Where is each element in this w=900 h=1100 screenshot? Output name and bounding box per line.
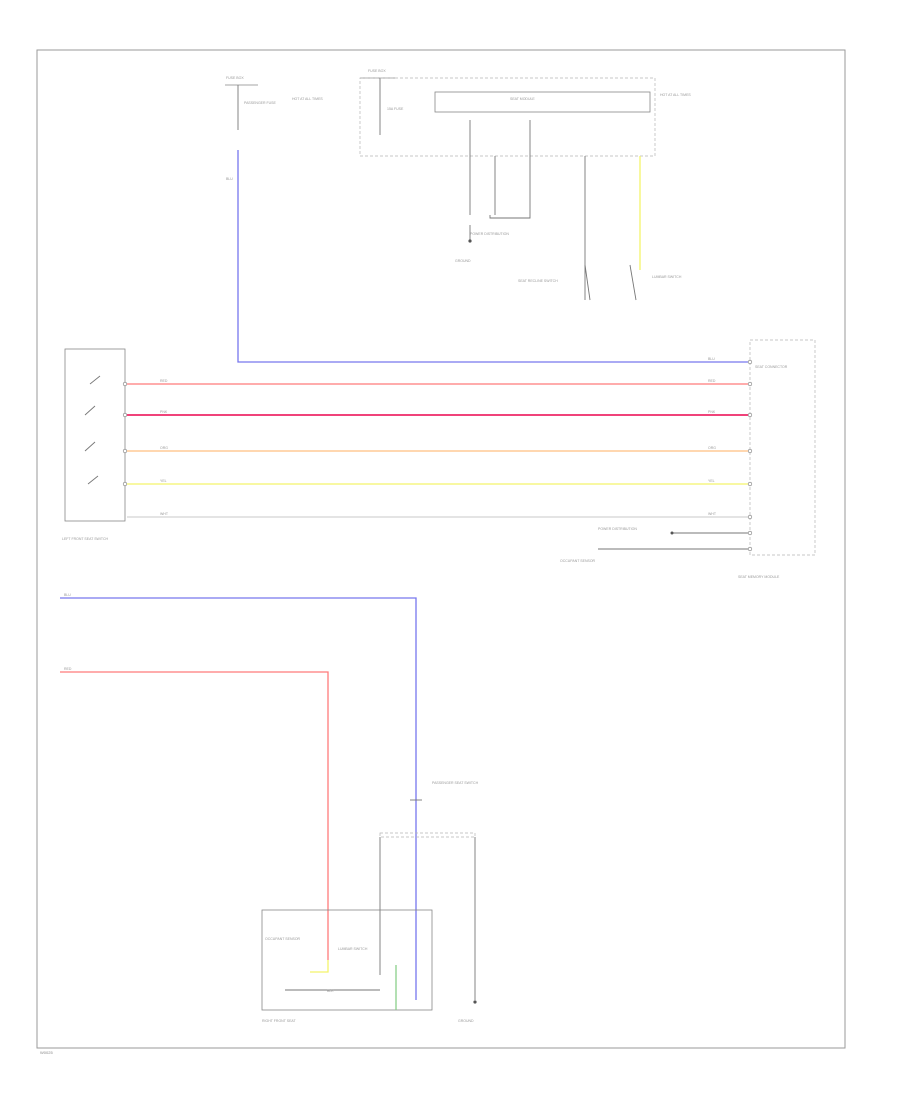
top-left-fuse-box-label: FUSE BOX — [226, 76, 244, 80]
memory-module-label: SEAT MEMORY MODULE — [738, 575, 780, 579]
lumbar-switch-label: LUMBAR SWITCH — [652, 275, 682, 279]
wire-code-blk-seat: BLK — [327, 989, 334, 993]
wire-blue-main — [237, 150, 748, 363]
wire-code-org-right: ORG — [708, 446, 716, 450]
seat-module-box — [359, 77, 656, 157]
top-left-fuse-group: FUSE BOX PASSENGER FUSE HOT AT ALL TIMES… — [225, 76, 323, 181]
top-center-module-group: FUSE BOX 15A FUSE SEAT MODULE HOT AT ALL… — [359, 69, 691, 301]
left-switch-assembly: LEFT FRONT SEAT SWITCH — [62, 348, 128, 541]
wire-red-lower — [60, 671, 329, 960]
occupant-sensor-seat: OCCUPANT SENSOR — [265, 937, 301, 941]
wire-code-red-left: RED — [160, 379, 168, 383]
passenger-switch-label: PASSENGER SEAT SWITCH — [432, 781, 479, 785]
left-switch-label: LEFT FRONT SEAT SWITCH — [62, 537, 108, 541]
wire-code-blu-lower: BLU — [64, 593, 71, 597]
wire-code-org-left: ORG — [160, 446, 168, 450]
wire-code-pnk-right: PNK — [708, 410, 716, 414]
right-connector-group: SEAT CONNECTOR POWER DISTRIBUTION OCCUPA… — [560, 339, 816, 579]
wire-code-blu-top: BLU — [226, 177, 233, 181]
top-left-fuse-note: PASSENGER FUSE — [244, 101, 276, 105]
wire-code-yel-left: YEL — [160, 479, 167, 483]
seat-module-title: SEAT MODULE — [510, 97, 535, 101]
top-right-power-note: HOT AT ALL TIMES — [660, 93, 691, 97]
ground-label: GROUND — [455, 259, 471, 263]
wire-code-blu-right: BLU — [708, 357, 715, 361]
power-dist-label: POWER DISTRIBUTION — [470, 232, 509, 236]
seat-module-inner — [434, 91, 651, 113]
wire-code-wht-left: WHT — [160, 512, 169, 516]
seat-assy-label: RIGHT FRONT SEAT — [262, 1019, 297, 1023]
top-center-fuse-note: 15A FUSE — [387, 107, 404, 111]
lumbar-switch-seat: LUMBAR SWITCH — [338, 947, 368, 951]
recline-switch-label: SEAT RECLINE SWITCH — [518, 279, 558, 283]
occupant-sensor-label: OCCUPANT SENSOR — [560, 559, 596, 563]
passenger-switch-group: PASSENGER SEAT SWITCH GROUND — [379, 781, 479, 1023]
wire-blue-lower — [60, 597, 417, 1000]
wire-code-yel-right: YEL — [708, 479, 715, 483]
top-left-power-note: HOT AT ALL TIMES — [292, 97, 323, 101]
wire-code-red-right: RED — [708, 379, 716, 383]
wire-code-wht-right: WHT — [708, 512, 717, 516]
top-center-fuse-box-label: FUSE BOX — [368, 69, 386, 73]
right-connector-label: SEAT CONNECTOR — [755, 365, 788, 369]
power-dist-mid-label: POWER DISTRIBUTION — [598, 527, 637, 531]
ground-bottom-label: GROUND — [458, 1019, 474, 1023]
wire-code-red-lower: RED — [64, 667, 72, 671]
seat-assembly-box: BLK OCCUPANT SENSOR LUMBAR SWITCH RIGHT … — [261, 909, 433, 1023]
diagram-frame — [36, 49, 846, 1049]
page-label: W0025 — [40, 1050, 53, 1055]
wire-code-pnk-left: PNK — [160, 410, 168, 414]
